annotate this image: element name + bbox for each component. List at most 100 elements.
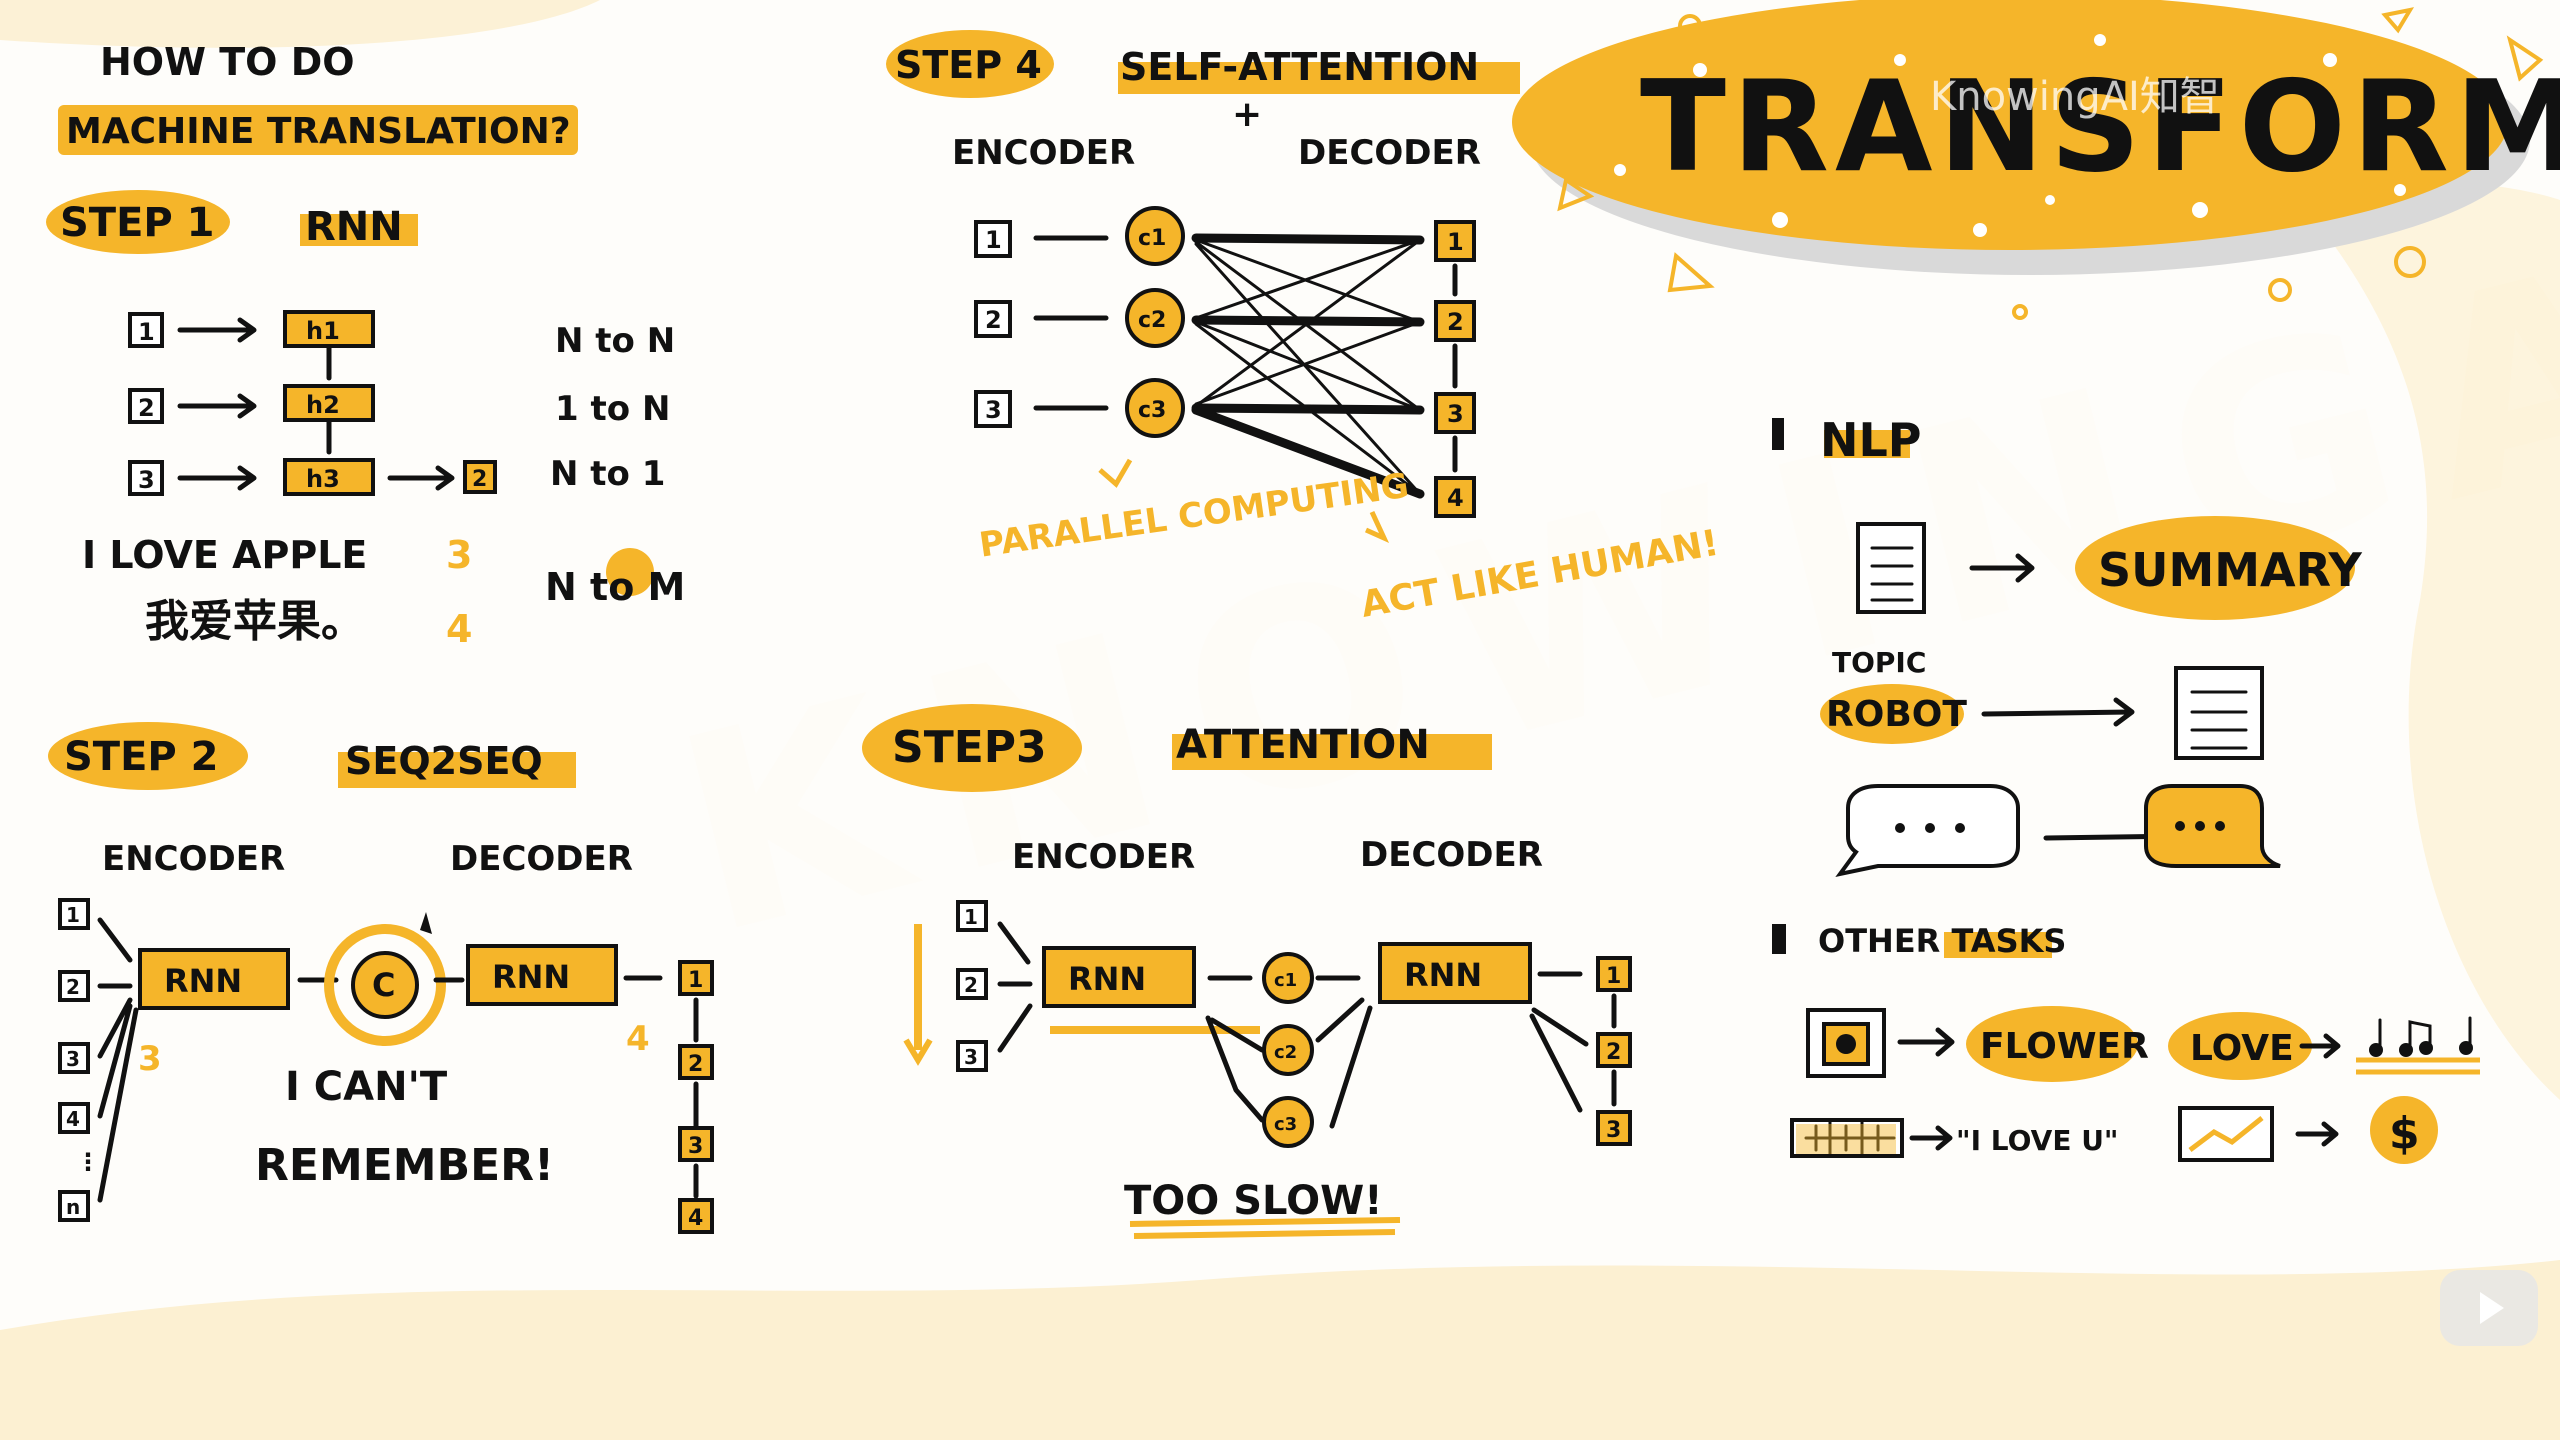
play-button[interactable] [2440, 1270, 2538, 1346]
step4-context-label: c2 [1138, 308, 1166, 333]
love-label: LOVE [2190, 1028, 2294, 1069]
step3-fan-arrows [1205, 1015, 1265, 1123]
transformer-title: TRANSFORMER [1640, 53, 2560, 200]
step4-output-label: 2 [1447, 308, 1464, 336]
step1-title-highlight [300, 214, 418, 246]
step4-context-circle [1125, 378, 1185, 438]
step3-encoder-label: ENCODER [1012, 837, 1195, 877]
step3-context-label: c1 [1274, 970, 1297, 991]
arrow [2299, 1033, 2341, 1059]
step3-output-box [1596, 1032, 1632, 1068]
other-highlight [1944, 932, 2052, 958]
step1-tag-blob [46, 190, 230, 254]
step4-tag: STEP 4 [895, 43, 1042, 87]
arrow-head [435, 465, 455, 491]
step2-enc-count: 3 [138, 1039, 162, 1079]
step3-output-box [1596, 1110, 1632, 1146]
step1-hidden-cell [283, 310, 375, 348]
step3-encoder-rnn-label: RNN [1068, 960, 1146, 998]
step3-attention-diagram: 1 2 3 RNN c1 c2 c3 RNN 1 2 3 [903, 900, 1632, 1148]
step1-input-label: 2 [138, 394, 155, 422]
stock-chart-icon [2178, 1106, 2274, 1162]
step4-input-arrows [1033, 235, 1109, 411]
step3-input-box [956, 968, 988, 1000]
topic-label: TOPIC [1832, 646, 1926, 679]
step3-encoder-rnn [1042, 946, 1196, 1008]
step2-output-box [678, 1126, 714, 1162]
step3-output-arrows [1529, 993, 1617, 1113]
step2-input-label: 2 [66, 975, 80, 999]
step4-weak-links [1194, 238, 1422, 496]
step2-tag: STEP 2 [64, 734, 219, 780]
step3-return-arrows [1315, 997, 1373, 1129]
step4-context-label: c1 [1138, 226, 1166, 251]
sentence-en-count: 3 [446, 533, 472, 577]
step4-output-label: 1 [1447, 228, 1464, 256]
step4-output-box [1434, 300, 1476, 342]
intro-line2: MACHINE TRANSLATION? [66, 111, 571, 152]
intro-line1: HOW TO DO [100, 40, 355, 84]
step2-title: SEQ2SEQ [345, 739, 543, 783]
step2-output-box [678, 1044, 714, 1080]
step4-output-box [1434, 476, 1476, 518]
step3-title: ATTENTION [1176, 722, 1430, 768]
step2-title-highlight [338, 752, 576, 788]
step2-encoder-label: ENCODER [102, 839, 285, 879]
step3-output-box [1596, 956, 1632, 992]
watermark-top: KnowingAI知智 [1930, 74, 2220, 120]
step3-decoder-label: DECODER [1360, 835, 1543, 875]
arrow [1981, 697, 2135, 727]
step1-input-box [128, 460, 164, 496]
step4-input-label: 2 [985, 306, 1002, 334]
bg-swoosh-right [2300, 182, 2560, 1100]
step1-hidden-cell [283, 384, 375, 422]
step1-cell-label: h3 [306, 465, 340, 493]
question-blob [606, 548, 654, 596]
summary-label: SUMMARY [2098, 543, 2363, 597]
step3-input-label: 1 [964, 905, 978, 929]
step2-note-line2: REMEMBER! [255, 1140, 554, 1191]
step2-input-box [58, 970, 90, 1002]
other-heading: OTHER TASKS [1818, 922, 2066, 960]
sentence-zh-count: 4 [446, 607, 472, 651]
step4-output-label: 4 [1447, 484, 1464, 512]
step2-input-box [58, 1102, 90, 1134]
step3-decoder-rnn-label: RNN [1404, 956, 1482, 994]
mode-n-to-1: N to 1 [550, 454, 665, 494]
step2-input-box [58, 898, 90, 930]
context-label: C [372, 966, 395, 1004]
audio-wave-icon [1790, 1118, 1904, 1158]
title-blob [1512, 0, 2508, 250]
love-blob [2168, 1012, 2312, 1080]
step1-output-label: 2 [472, 467, 487, 492]
step4-title: SELF-ATTENTION [1120, 45, 1479, 89]
summary-blob [2075, 516, 2355, 620]
arrow-head [237, 393, 257, 419]
step4-decoder-label: DECODER [1298, 133, 1481, 173]
step2-input-arrows [97, 917, 139, 1203]
step4-strong-links [1191, 233, 1425, 499]
step3-flow-head [903, 1038, 933, 1066]
robot-blob [1820, 684, 1964, 744]
other-bullet [1772, 924, 1786, 954]
step2-decoder-rnn-label: RNN [492, 958, 570, 996]
reply-bubble-icon [2144, 784, 2281, 868]
step4-input-box [974, 300, 1012, 338]
step3-context-label: c3 [1274, 1114, 1297, 1135]
step4-input-label: 1 [985, 226, 1002, 254]
step2-output-label: 3 [688, 1134, 703, 1159]
ellipsis: ⋮ [76, 1148, 100, 1176]
sentence-en: I LOVE APPLE [82, 533, 367, 577]
step3-input-box [956, 1040, 988, 1072]
step4-output-box [1434, 392, 1476, 434]
confetti [1557, 7, 2544, 320]
arrow-head [237, 465, 257, 491]
step3-note-underline [1129, 1217, 1401, 1239]
step3-input-label: 3 [964, 1045, 978, 1069]
step4-context-circle [1125, 288, 1185, 348]
play-icon [2480, 1292, 2504, 1324]
step2-input-label: n [66, 1195, 80, 1219]
title-dots [1614, 34, 2406, 237]
